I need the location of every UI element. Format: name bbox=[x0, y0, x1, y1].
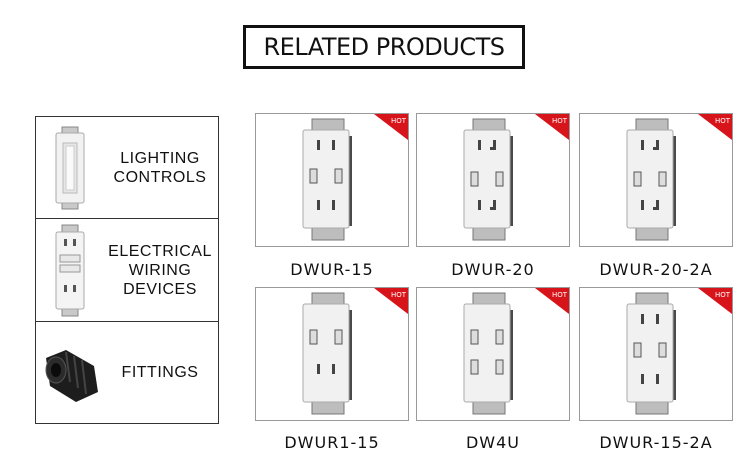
product-name[interactable]: DWUR1-15 bbox=[284, 433, 380, 452]
page-title: RELATED PRODUCTS bbox=[243, 25, 525, 69]
category-lighting-controls[interactable]: LIGHTING CONTROLS bbox=[36, 117, 218, 219]
product-card[interactable]: HOT bbox=[579, 113, 733, 247]
product-card[interactable]: HOT bbox=[416, 113, 570, 247]
product-name[interactable]: DWUR-15-2A bbox=[599, 433, 713, 452]
category-label: ELECTRICAL WIRING DEVICES bbox=[108, 242, 212, 298]
hot-badge bbox=[535, 288, 569, 314]
product-card[interactable]: HOT bbox=[255, 113, 409, 247]
hot-badge bbox=[698, 288, 732, 314]
duplex-outlet-icon bbox=[463, 118, 513, 241]
category-label: LIGHTING CONTROLS bbox=[113, 149, 207, 186]
gfci-outlet-icon bbox=[36, 219, 106, 321]
product-card[interactable]: HOT bbox=[255, 287, 409, 421]
hot-badge-label: HOT bbox=[390, 117, 406, 125]
hot-badge-label: HOT bbox=[714, 117, 730, 125]
hot-badge bbox=[535, 114, 569, 140]
product-card[interactable]: HOT bbox=[416, 287, 570, 421]
category-fittings[interactable]: FITTINGS bbox=[36, 322, 218, 423]
light-switch-icon bbox=[36, 117, 106, 218]
product-name[interactable]: DWUR-20 bbox=[451, 260, 535, 279]
hot-badge bbox=[374, 288, 408, 314]
product-card[interactable]: HOT bbox=[579, 287, 733, 421]
product-name[interactable]: DWUR-20-2A bbox=[599, 260, 713, 279]
hot-badge-label: HOT bbox=[714, 291, 730, 299]
hot-badge bbox=[374, 114, 408, 140]
product-name[interactable]: DW4U bbox=[465, 433, 521, 452]
duplex-outlet-icon bbox=[302, 118, 352, 241]
hot-badge-label: HOT bbox=[551, 291, 567, 299]
quad-usb-outlet-icon bbox=[463, 292, 513, 415]
duplex-outlet-icon bbox=[626, 292, 676, 415]
product-name[interactable]: DWUR-15 bbox=[290, 260, 374, 279]
hot-badge bbox=[698, 114, 732, 140]
hot-badge-label: HOT bbox=[390, 291, 406, 299]
duplex-outlet-icon bbox=[626, 118, 676, 241]
category-panel: LIGHTING CONTROLS ELECTRICAL WIRING DEVI… bbox=[35, 116, 219, 424]
hot-badge-label: HOT bbox=[551, 117, 567, 125]
category-electrical-wiring-devices[interactable]: ELECTRICAL WIRING DEVICES bbox=[36, 219, 218, 322]
category-label: FITTINGS bbox=[121, 364, 199, 381]
single-outlet-icon bbox=[302, 292, 352, 415]
conduit-fitting-icon bbox=[36, 322, 106, 423]
